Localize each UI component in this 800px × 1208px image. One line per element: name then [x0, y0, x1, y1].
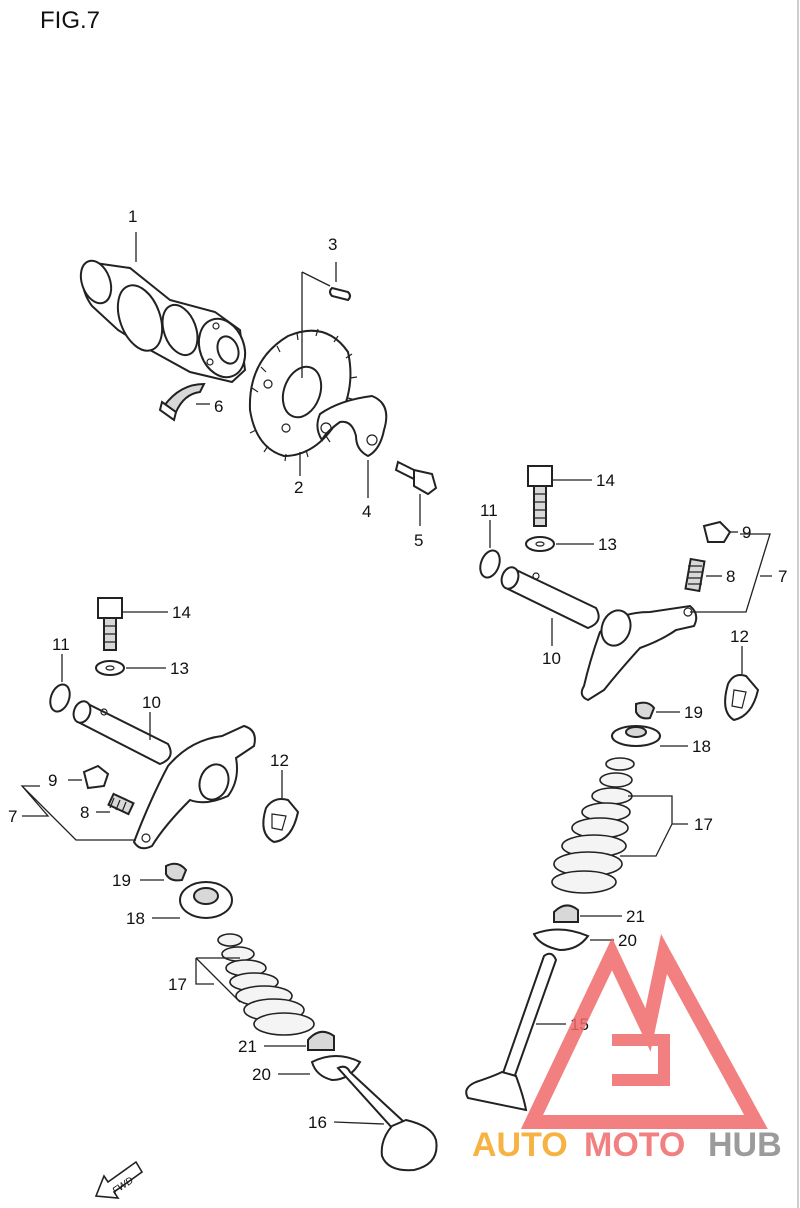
o-ring-left: [49, 683, 71, 713]
rocker-shaft-right: [500, 566, 600, 630]
callout-13-right: 13: [598, 535, 617, 554]
callout-18-right: 18: [692, 737, 711, 756]
cotter-left: [165, 862, 188, 882]
callout-17-left: 17: [168, 975, 187, 994]
valve-spring-right: [551, 757, 635, 894]
stem-seal-left: [307, 1030, 335, 1051]
gasket-right: [724, 674, 760, 722]
callout-11-right: 11: [480, 501, 498, 520]
logo-text-auto: AUTO: [472, 1126, 568, 1164]
automotohub-logo: AUTO MOTO HUB: [472, 934, 782, 1164]
rocker-shaft-bolt-right: [527, 465, 553, 527]
callout-7-right: 7: [778, 567, 787, 586]
exhaust-valve: [465, 952, 558, 1112]
callout-7-left: 7: [8, 807, 17, 826]
spring-retainer-left: [179, 881, 233, 919]
dowel-pin: [329, 286, 351, 302]
rocker-arm-right: [580, 604, 698, 702]
callout-14-left: 14: [172, 603, 191, 622]
callout-21-right: 21: [626, 907, 645, 926]
callout-10-right: 10: [542, 649, 561, 668]
cotter-right: [635, 701, 656, 720]
lock-nut-left: [82, 764, 110, 790]
callout-8-left: 8: [80, 803, 89, 822]
rocker-shaft-left: [72, 700, 172, 766]
washer-left: [95, 660, 125, 676]
callout-5: 5: [414, 531, 423, 550]
logo-text-moto: MOTO: [584, 1126, 685, 1164]
valve-spring-left: [217, 933, 315, 1036]
callout-13-left: 13: [170, 659, 189, 678]
callout-19-left: 19: [112, 871, 131, 890]
lock-nut-right: [702, 520, 732, 543]
rocker-shaft-bolt-left: [97, 597, 123, 651]
callout-4: 4: [362, 502, 371, 521]
rocker-arm-left: [132, 724, 256, 850]
callout-12-left: 12: [270, 751, 289, 770]
callout-12-right: 12: [730, 627, 749, 646]
callout-6: 6: [214, 397, 223, 416]
bolt: [394, 460, 438, 496]
camshaft: [79, 259, 247, 384]
callout-9-right: 9: [742, 523, 751, 542]
logo-text-hub: HUB: [708, 1126, 782, 1164]
spring-retainer-right: [611, 725, 661, 747]
callout-14-right: 14: [596, 471, 615, 490]
o-ring-right: [479, 549, 501, 579]
callout-9-left: 9: [48, 771, 57, 790]
callout-3: 3: [328, 235, 337, 254]
clip: [158, 382, 206, 422]
washer-right: [525, 536, 555, 552]
callout-10-left: 10: [142, 693, 161, 712]
callout-20-right: 20: [618, 931, 637, 950]
retainer-plate: [316, 394, 388, 458]
intake-valve: [336, 1065, 438, 1172]
callout-8-right: 8: [726, 567, 735, 586]
callout-11-left: 11: [52, 635, 70, 654]
figure-title: FIG.7: [40, 7, 100, 34]
callout-20-left: 20: [252, 1065, 271, 1084]
gasket-left: [262, 798, 300, 844]
callout-2: 2: [294, 478, 303, 497]
fwd-arrow-icon: FWD: [94, 1160, 144, 1199]
adjusting-screw-right: [684, 557, 706, 593]
callout-19-right: 19: [684, 703, 703, 722]
callout-1: 1: [128, 207, 137, 226]
adjusting-screw-left: [107, 792, 135, 816]
callout-16: 16: [308, 1113, 327, 1132]
cam-sprocket: [248, 328, 358, 462]
callout-17-right: 17: [694, 815, 713, 834]
callout-18-left: 18: [126, 909, 145, 928]
spring-seat-right: [532, 928, 590, 952]
callout-21-left: 21: [238, 1037, 257, 1056]
stem-seal-right: [553, 904, 579, 923]
